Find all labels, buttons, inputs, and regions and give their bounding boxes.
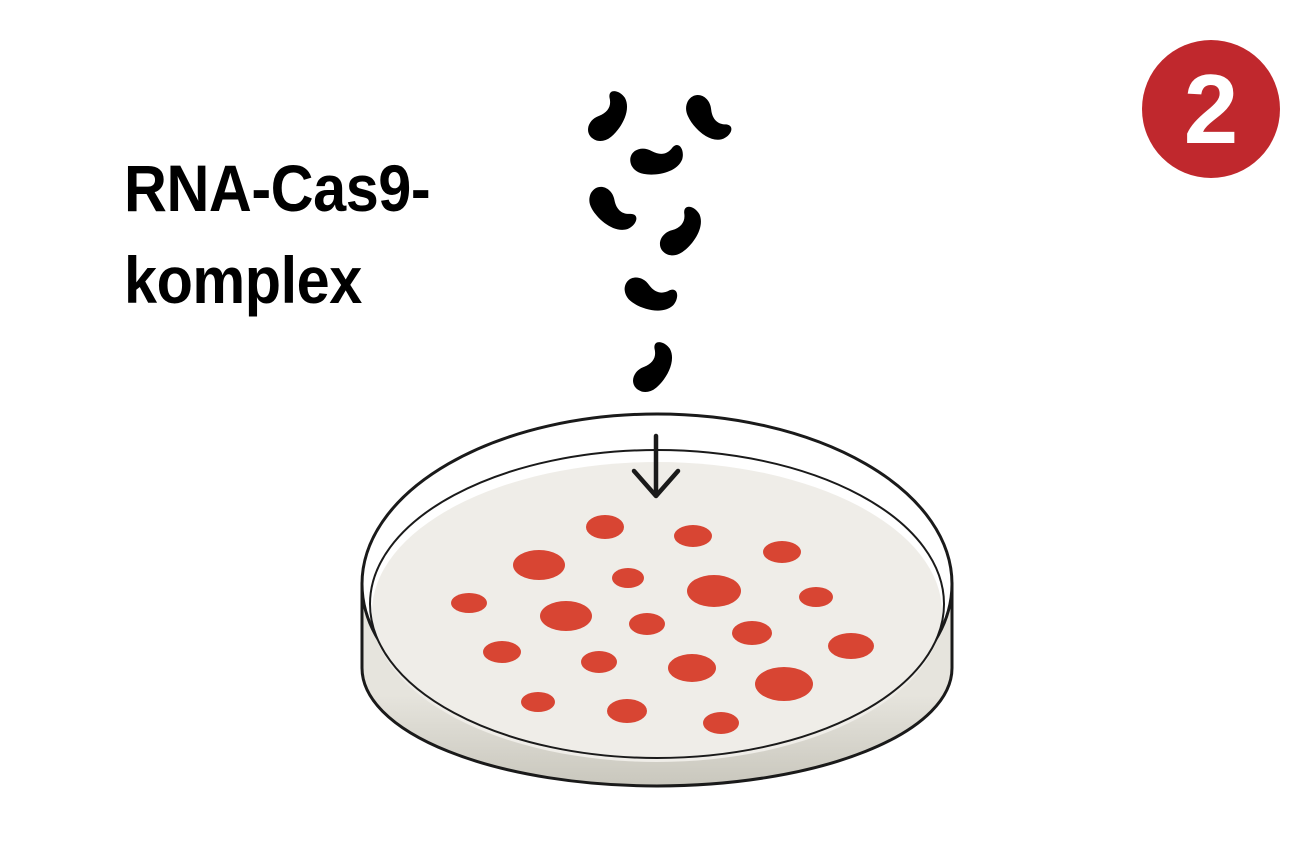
- kidney-bean-icon: [628, 141, 686, 179]
- complex-label: RNA-Cas9- komplex: [124, 142, 431, 326]
- colony: [703, 712, 739, 734]
- colony: [451, 593, 487, 613]
- kidney-bean-icon: [628, 338, 680, 399]
- colony: [732, 621, 772, 645]
- colony: [674, 525, 712, 547]
- colony: [629, 613, 665, 635]
- colony: [607, 699, 647, 723]
- colony: [763, 541, 801, 563]
- rna-cas9-complexes: [581, 87, 736, 399]
- colony: [755, 667, 813, 701]
- colony: [540, 601, 592, 631]
- colony: [687, 575, 741, 607]
- colony: [581, 651, 617, 673]
- kidney-bean-icon: [583, 87, 635, 148]
- colony: [612, 568, 644, 588]
- colony: [799, 587, 833, 607]
- kidney-bean-icon: [678, 90, 736, 148]
- colony: [521, 692, 555, 712]
- dish-surface: [372, 462, 942, 762]
- colony: [668, 654, 716, 682]
- kidney-bean-icon: [620, 274, 680, 316]
- colony: [586, 515, 624, 539]
- kidney-bean-icon: [581, 182, 641, 239]
- petri-dish-icon: [360, 412, 954, 788]
- complex-label-line-1: RNA-Cas9-: [124, 151, 431, 225]
- kidney-bean-icon: [655, 202, 709, 263]
- colony: [513, 550, 565, 580]
- colony: [483, 641, 521, 663]
- colony: [828, 633, 874, 659]
- complex-label-line-2: komplex: [124, 243, 362, 317]
- arrow-down-icon: [631, 433, 681, 499]
- step-number-badge: 2: [1142, 40, 1280, 178]
- bacterial-colonies: [451, 515, 874, 734]
